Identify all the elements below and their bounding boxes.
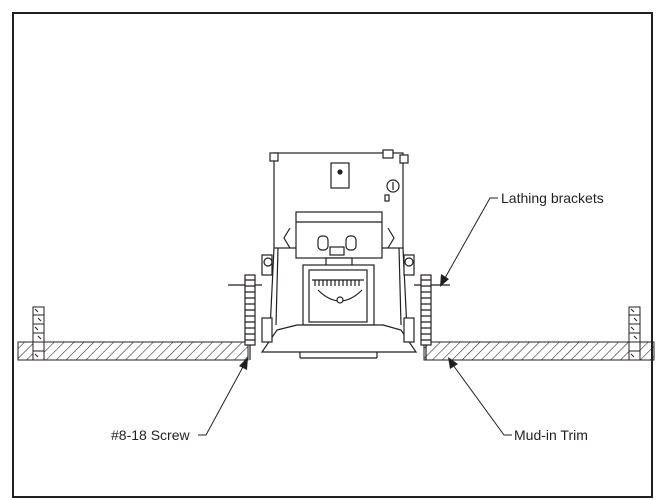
lathing-brackets-label: Lathing brackets [501,190,604,206]
diagram-border [12,12,653,498]
screw-leader [198,357,248,436]
trim-leader [448,357,512,436]
fixture-housing [260,149,418,359]
lathing-bracket-left [228,274,262,360]
screw-label: #8-18 Screw [111,427,190,443]
joist-right [628,306,641,361]
lathing-bracket-right [414,274,450,360]
ceiling-board-right [423,341,655,361]
joist-left [32,306,45,361]
trim-label: Mud-in Trim [514,427,588,443]
lathing-brackets-leader [440,197,498,287]
ceiling-board-left [17,341,249,361]
